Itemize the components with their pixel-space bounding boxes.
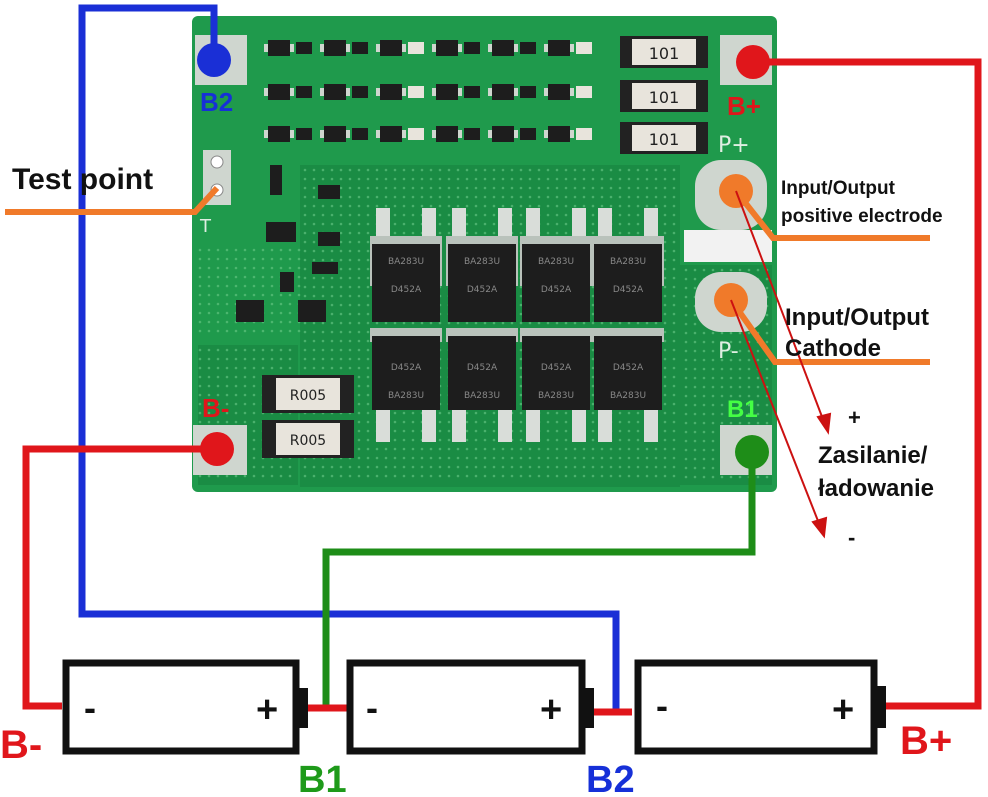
wire-b2 [78,4,620,712]
small-transistors [236,165,340,322]
cathode-leader [728,298,930,365]
battery-1: - + [62,659,308,755]
white-strip [684,230,772,262]
mosfet-array: BA283U D452A D452A BA283U BA283U D452A D452A BA… [370,208,664,442]
svg-text:D452A: D452A [467,363,498,373]
svg-text:R005: R005 [290,433,326,449]
silk-t: T [199,216,212,237]
battery-plus: + [256,689,278,731]
wire-b1 [322,452,756,705]
test-point-label: Test point [12,163,153,196]
wires [22,4,982,716]
svg-text:D452A: D452A [467,285,498,295]
pad-label-b1: B1 [727,396,758,423]
svg-text:BA283U: BA283U [388,391,424,401]
svg-text:D452A: D452A [613,285,644,295]
dot-b-minus [200,432,234,466]
battery-minus: - [656,685,668,726]
smd-component-rows [264,40,592,142]
svg-text:D452A: D452A [541,285,572,295]
shunt-resistor-2: R005 [262,420,354,458]
cathode-label-1: Input/Output [785,304,929,331]
pcb-board: T 101 101 101 P+ P- BA283UD452AD452ABA28… [192,16,777,492]
battery-minus: - [84,687,96,728]
annotation-lines [5,185,930,365]
pad-label-b-minus: B- [202,393,229,423]
pcb-zone [300,165,680,487]
silk-p-plus: P+ [718,133,750,158]
svg-text:BA283U: BA283U [610,257,646,267]
svg-text:D452A: D452A [391,363,422,373]
cathode-label-2: Cathode [785,335,881,362]
arrow-minus-head [811,516,828,539]
arrow-minus [730,299,821,527]
positive-leader [733,189,930,241]
bottom-label-b1: B1 [298,759,347,797]
dot-b2 [197,43,231,77]
svg-text:101: 101 [649,88,680,107]
dot-b1 [735,435,769,469]
svg-text:BA283U: BA283U [610,391,646,401]
svg-text:BA283U: BA283U [538,391,574,401]
supply-label-1: Zasilanie/ [818,442,928,469]
wire-b-minus [22,445,213,710]
shunt-resistor-1: R005 [262,375,354,413]
battery-plus: + [540,689,562,731]
positive-label-1: Input/Output [781,178,896,199]
svg-text:BA283U: BA283U [464,257,500,267]
wire-b-plus [757,58,982,710]
positive-label-2: positive electrode [781,206,943,227]
svg-text:101: 101 [649,130,680,149]
bottom-label-b-minus: B- [0,723,42,767]
pad-label-b-plus: B+ [727,91,761,121]
svg-text:BA283U: BA283U [388,257,424,267]
bottom-label-b2: B2 [586,759,635,797]
top-resistor-1: 101 [620,36,708,68]
battery-2: - + [346,659,594,755]
top-resistor-3: 101 [620,122,708,154]
supply-arrows [730,190,832,539]
silk-p-minus: P- [718,339,739,364]
pad-label-b2: B2 [200,87,233,117]
svg-text:D452A: D452A [613,363,644,373]
dot-b-plus [736,45,770,79]
supply-minus: - [848,525,855,550]
test-point-hole [210,155,224,169]
test-point-leader [5,185,220,215]
svg-text:D452A: D452A [391,285,422,295]
supply-plus: + [848,405,861,430]
battery-minus: - [366,687,378,728]
bottom-label-b-plus: B+ [900,719,952,763]
arrow-plus [735,190,825,423]
arrow-plus-head [816,412,832,435]
svg-text:101: 101 [649,44,680,63]
svg-text:BA283U: BA283U [538,257,574,267]
svg-text:R005: R005 [290,388,326,404]
battery-plus: + [832,689,854,731]
svg-text:D452A: D452A [541,363,572,373]
svg-text:BA283U: BA283U [464,391,500,401]
top-resistor-2: 101 [620,80,708,112]
supply-label-2: ładowanie [818,475,934,502]
battery-3: - + [634,659,886,755]
